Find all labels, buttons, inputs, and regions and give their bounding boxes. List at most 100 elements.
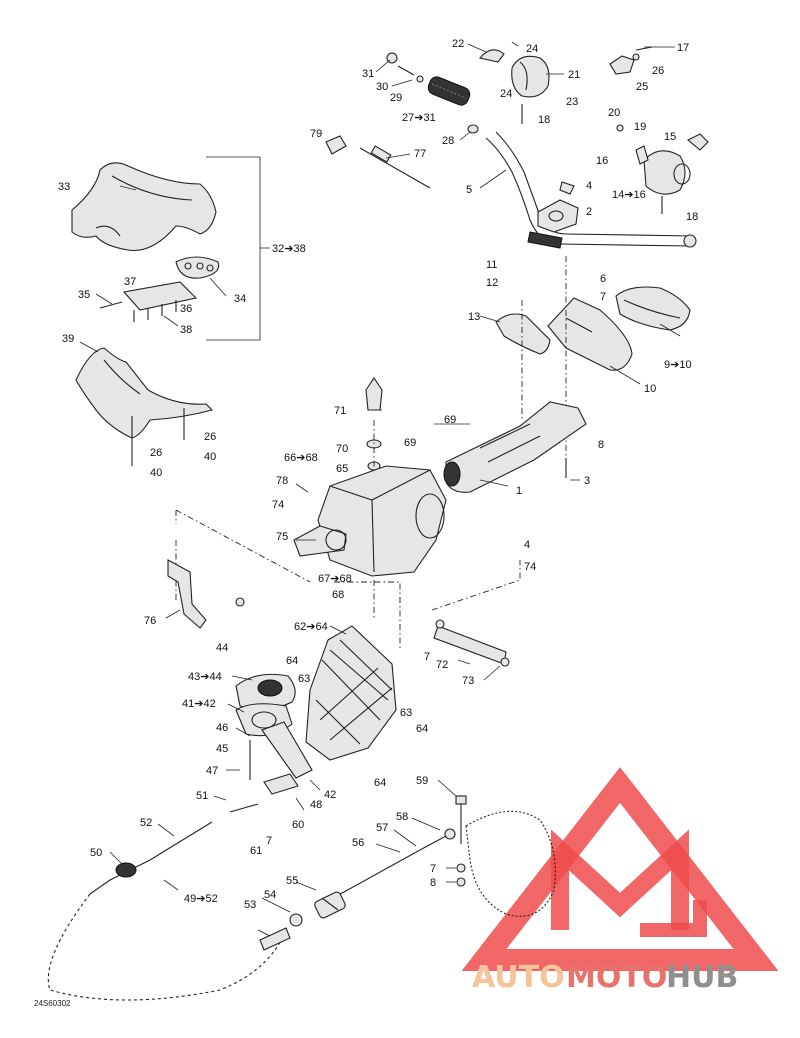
callout-56: 56 <box>352 837 364 849</box>
callout-59: 59 <box>416 775 428 787</box>
callout-24-mid: 24 <box>500 88 512 100</box>
callout-63-a: 63 <box>298 673 310 685</box>
callout-2: 2 <box>586 206 592 218</box>
callout-7-mid: 7 <box>424 651 430 663</box>
callout-7-low: 7 <box>266 835 272 847</box>
callout-41-42: 41➔42 <box>182 698 216 710</box>
callout-40-a: 40 <box>204 451 216 463</box>
callout-67-68: 67➔68 <box>318 573 352 585</box>
callout-62-64: 62➔64 <box>294 621 328 633</box>
callout-40-b: 40 <box>150 467 162 479</box>
callout-43-44: 43➔44 <box>188 671 222 683</box>
bracket-76 <box>167 559 245 629</box>
screws-29-31 <box>386 52 424 83</box>
callout-16: 16 <box>596 155 608 167</box>
callout-63-b: 63 <box>400 707 412 719</box>
callout-69-b: 69 <box>404 437 416 449</box>
console-10 <box>547 297 633 371</box>
callout-11: 11 <box>486 259 497 271</box>
callout-4-top: 4 <box>586 180 592 192</box>
callout-29: 29 <box>390 92 402 104</box>
callout-53: 53 <box>244 899 256 911</box>
cable-77 <box>359 145 431 189</box>
callout-4-mid: 4 <box>524 539 530 551</box>
callout-24-top: 24 <box>526 43 538 55</box>
callout-33: 33 <box>58 181 70 193</box>
callout-39: 39 <box>62 333 74 345</box>
clamp-2 <box>537 181 579 233</box>
callout-64-c: 64 <box>374 777 386 789</box>
callout-55: 55 <box>286 875 298 887</box>
callout-75: 75 <box>276 531 288 543</box>
callout-27-31: 27➔31 <box>402 112 436 124</box>
arm-73 <box>433 619 510 667</box>
callout-52: 52 <box>140 817 152 829</box>
callout-31: 31 <box>362 68 374 80</box>
callout-18-right: 18 <box>686 211 698 223</box>
callout-22: 22 <box>452 38 464 50</box>
callout-42: 42 <box>324 789 336 801</box>
callout-72: 72 <box>436 659 448 671</box>
callout-30: 30 <box>376 81 388 93</box>
callout-14-16: 14➔16 <box>612 189 646 201</box>
callout-37: 37 <box>124 276 136 288</box>
lever-48 <box>249 721 313 780</box>
callout-9-10: 9➔10 <box>664 359 692 371</box>
bracket-32-38 <box>206 156 261 341</box>
plate-62-64 <box>305 625 397 761</box>
watermark-logo <box>461 767 779 971</box>
callout-76: 76 <box>144 615 156 627</box>
callout-74-left: 74 <box>272 499 284 511</box>
callout-64-a: 64 <box>286 655 298 667</box>
callout-57: 57 <box>376 822 388 834</box>
throttle-housing-21 <box>478 49 550 124</box>
handlebar-5 <box>485 131 697 249</box>
callout-79: 79 <box>310 128 322 140</box>
callout-26-top: 26 <box>652 65 664 77</box>
callout-35: 35 <box>78 289 90 301</box>
callout-36: 36 <box>180 303 192 315</box>
washer-28 <box>467 124 479 134</box>
switch-25 <box>609 46 653 75</box>
callout-13: 13 <box>468 311 480 323</box>
callout-21: 21 <box>568 69 580 81</box>
callout-3: 3 <box>584 475 590 487</box>
callout-19: 19 <box>634 121 646 133</box>
callout-50: 50 <box>90 847 102 859</box>
callout-74-right: 74 <box>524 561 536 573</box>
callout-5: 5 <box>466 184 472 196</box>
grip-27-31 <box>427 76 471 106</box>
callout-71: 71 <box>334 405 346 417</box>
callout-48: 48 <box>310 799 322 811</box>
callout-38: 38 <box>180 324 192 336</box>
watermark-auto: AUTO <box>472 960 565 995</box>
switch-14-16 <box>616 124 709 214</box>
callout-78: 78 <box>276 475 288 487</box>
callout-26-left-a: 26 <box>204 431 216 443</box>
callout-26-left-b: 26 <box>150 447 162 459</box>
callout-77: 77 <box>414 148 426 160</box>
bolt-59 <box>455 795 467 887</box>
callout-28: 28 <box>442 135 454 147</box>
cover-13 <box>495 313 551 355</box>
figure-code: 24S60302 <box>34 999 71 1008</box>
callout-46: 46 <box>216 722 228 734</box>
callout-7-upper: 7 <box>600 291 606 303</box>
callout-20: 20 <box>608 107 620 119</box>
callout-45: 45 <box>216 743 228 755</box>
callout-23: 23 <box>566 96 578 108</box>
cover-39 <box>75 347 214 466</box>
callout-73: 73 <box>462 675 474 687</box>
callout-8-bottom: 8 <box>430 877 436 889</box>
cable-49-52 <box>47 821 303 1001</box>
callout-60: 60 <box>292 819 304 831</box>
cable-56 <box>314 828 456 919</box>
callout-labels: 17 26 25 22 24 21 24 23 18 31 30 29 27➔3… <box>58 38 698 911</box>
dashed-link-c <box>431 560 521 611</box>
callout-68: 68 <box>332 589 344 601</box>
clip-79 <box>325 135 347 155</box>
callout-12: 12 <box>486 277 498 289</box>
callout-49-52: 49➔52 <box>184 893 218 905</box>
dashed-link-a <box>175 509 311 583</box>
